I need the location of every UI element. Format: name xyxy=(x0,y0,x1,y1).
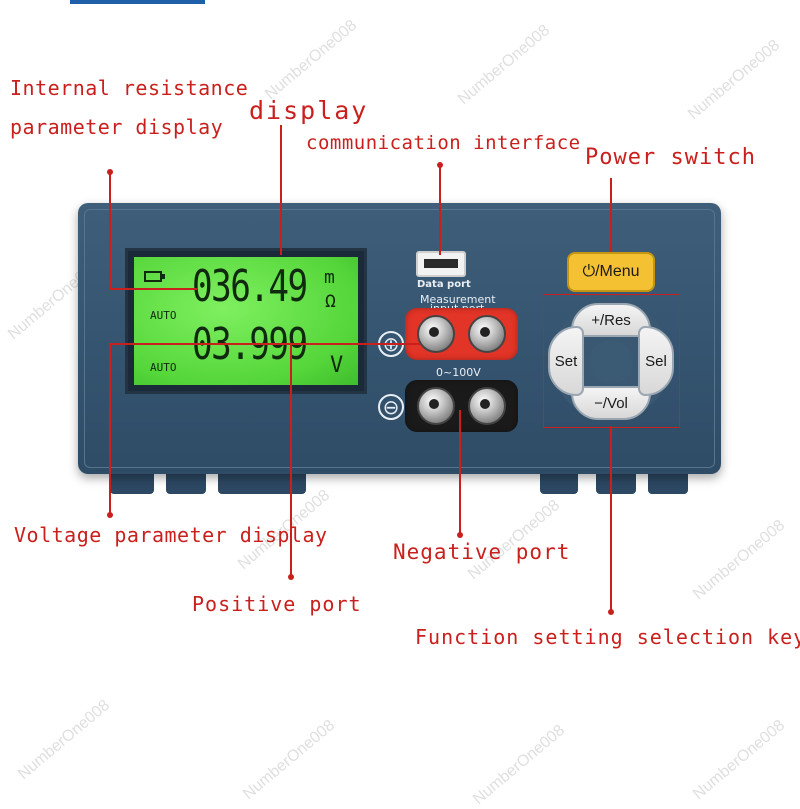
callout-dot xyxy=(288,574,294,580)
voltage-unit: V xyxy=(330,353,344,378)
lcd-display: AUTO 036.49 m Ω AUTO 03.999 V xyxy=(125,248,367,394)
positive-port-plate xyxy=(405,308,518,360)
negative-symbol-icon: ⊖ xyxy=(378,394,404,420)
usb-data-port[interactable] xyxy=(416,251,466,277)
resistance-mode: AUTO xyxy=(150,309,177,322)
negative-jack-2[interactable] xyxy=(468,387,506,425)
watermark: NumberOne008 xyxy=(690,716,789,804)
set-button[interactable]: Set xyxy=(548,326,584,396)
watermark: NumberOne008 xyxy=(262,16,361,104)
data-port-label: Data port xyxy=(417,279,471,290)
resistance-unit: Ω xyxy=(325,291,336,312)
display-label: display xyxy=(249,96,369,125)
watermark: NumberOne008 xyxy=(690,516,789,604)
callout-dot xyxy=(608,609,614,615)
callout-line-resistance xyxy=(109,288,197,290)
callout-line-function xyxy=(610,426,612,612)
battery-icon xyxy=(144,271,165,282)
callout-dot xyxy=(457,532,463,538)
resistance-value: 036.49 xyxy=(192,261,308,312)
negative-jack-1[interactable] xyxy=(417,387,455,425)
communication-interface-label: communication interface xyxy=(306,132,581,154)
vol-minus-button[interactable]: −/Vol xyxy=(571,386,651,420)
positive-jack-2[interactable] xyxy=(468,315,506,353)
positive-jack-1[interactable] xyxy=(417,315,455,353)
sel-button[interactable]: Sel xyxy=(638,326,674,396)
callout-line-resistance xyxy=(109,172,111,290)
watermark: NumberOne008 xyxy=(685,36,784,124)
watermark: NumberOne008 xyxy=(470,721,569,809)
callout-line-display xyxy=(280,125,282,255)
voltage-parameter-display-label: Voltage parameter display xyxy=(14,523,328,547)
callout-line-positive xyxy=(110,343,420,345)
internal-resistance-label: Internal resistance xyxy=(10,76,249,100)
usb-port-slot xyxy=(424,259,458,268)
callout-line-positive xyxy=(290,345,292,577)
negative-port-plate xyxy=(405,380,518,432)
measurement-label: Measurement xyxy=(420,293,496,306)
callout-dot xyxy=(107,512,113,518)
dpad-center xyxy=(589,340,633,384)
watermark: NumberOne008 xyxy=(240,716,339,804)
callout-line-voltage xyxy=(109,343,111,515)
callout-line-communication xyxy=(439,165,441,255)
positive-port-label: Positive port xyxy=(192,592,362,616)
power-menu-button[interactable]: ⏻/Menu xyxy=(567,252,655,292)
callout-line-negative xyxy=(459,410,461,535)
top-blue-bar xyxy=(70,0,205,4)
function-setting-selection-key-label: Function setting selection key xyxy=(415,625,800,649)
callout-line-power xyxy=(610,178,612,252)
watermark: NumberOne008 xyxy=(455,21,554,109)
device-front-rim xyxy=(84,209,715,468)
negative-port-label: Negative port xyxy=(393,540,571,564)
watermark: NumberOne008 xyxy=(15,696,114,784)
voltage-range-label: 0~100V xyxy=(436,366,481,379)
resistance-unit-prefix: m xyxy=(324,267,335,288)
power-switch-label: Power switch xyxy=(585,145,756,170)
lcd-screen: AUTO 036.49 m Ω AUTO 03.999 V xyxy=(134,257,358,385)
voltage-mode: AUTO xyxy=(150,361,177,374)
parameter-display-label: parameter display xyxy=(10,115,224,139)
